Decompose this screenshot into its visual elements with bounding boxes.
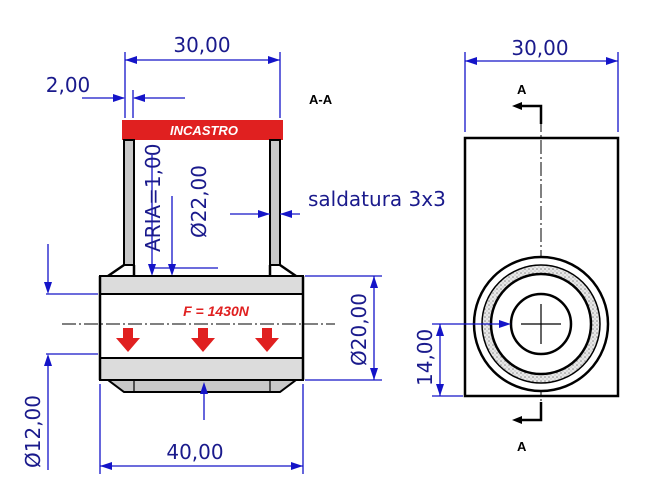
cut-marker-bottom: A: [517, 439, 527, 454]
weld-label: saldatura 3x3: [308, 187, 446, 211]
left-tube-wall: [123, 139, 135, 266]
height-label: Ø20,00: [347, 293, 371, 366]
cut-marker-bottom-line: [517, 402, 543, 422]
bottom-width-label: 40,00: [166, 440, 223, 464]
offset-label: 14,00: [413, 329, 437, 386]
section-title: A-A: [309, 92, 333, 107]
weld-dimension: saldatura 3x3: [230, 187, 446, 218]
force-arrows: [116, 328, 279, 352]
clamp-band: [122, 120, 283, 140]
air-gap-label: ARIA=1,00: [141, 144, 165, 252]
section-view: 30,00 2,00 INCASTRO ARIA=1,00 Ø22,00: [21, 33, 446, 474]
right-tube-wall: [269, 139, 281, 266]
clamp-label: INCASTRO: [170, 123, 238, 138]
offset-dimension: 14,00: [413, 320, 511, 397]
bottom-width-dimension: 40,00: [99, 384, 304, 474]
top-width-label: 30,00: [173, 33, 230, 57]
force-arrow-2: [191, 328, 215, 352]
pin-housing-lower: [99, 357, 304, 381]
force-arrow-1: [116, 328, 140, 352]
side-view: 30,00 A A 14,00: [413, 36, 620, 454]
force-label: F = 1430N: [183, 303, 250, 319]
force-arrow-3: [255, 328, 279, 352]
wall-thickness-label: 2,00: [46, 73, 91, 97]
cut-marker-top: A: [517, 82, 527, 97]
wall-thickness-dimension: 2,00: [46, 73, 185, 118]
height-dimension: Ø20,00: [305, 275, 382, 381]
pin-housing-upper: [99, 275, 304, 295]
side-width-dimension: 30,00: [464, 36, 619, 132]
inner-diameter-label: Ø22,00: [187, 165, 211, 238]
pin-diameter-label: Ø12,00: [21, 395, 45, 468]
side-width-label: 30,00: [511, 36, 568, 60]
cut-marker-top-line: [517, 104, 543, 124]
top-width-dimension: 30,00: [124, 33, 281, 118]
